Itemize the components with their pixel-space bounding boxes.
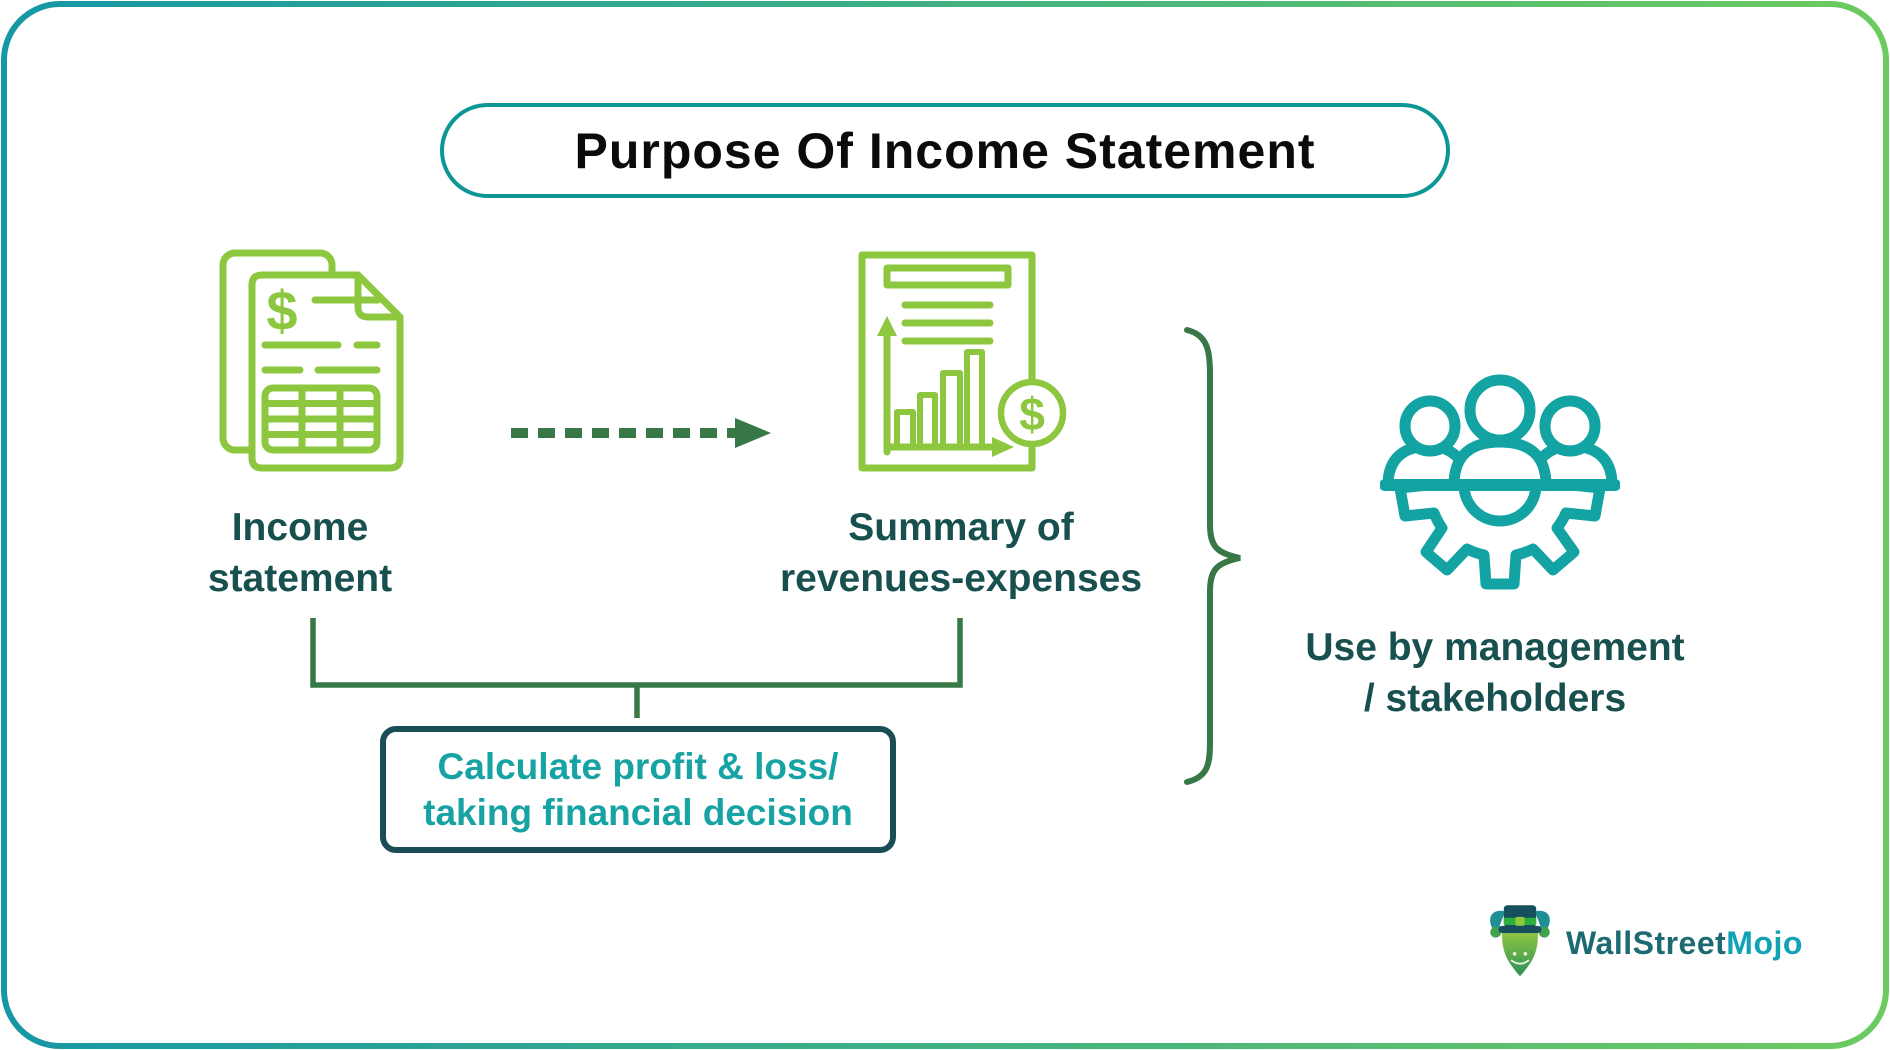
calculate-profit-loss-text: Calculate profit & loss/ taking financia… (423, 745, 853, 833)
report-text-lines (901, 301, 994, 345)
center-person-shoulders (1448, 436, 1552, 491)
right-person-head (1539, 395, 1601, 457)
hat-brim (1498, 925, 1542, 934)
half-gear (1394, 479, 1606, 590)
curly-brace (1184, 327, 1241, 785)
right-fist (1538, 926, 1550, 938)
wallstreetmojo-logo: WallStreetMojo (1484, 902, 1803, 984)
financial-report-chart-dollar-icon: $ (858, 251, 1067, 472)
left-person-head (1399, 395, 1461, 457)
chart-x-arrowhead (992, 437, 1014, 457)
gear-hub (1458, 479, 1542, 527)
logo-text-accent: Mojo (1726, 924, 1803, 961)
logo-wordmark: WallStreetMojo (1566, 925, 1803, 962)
coin-dollar-glyph: $ (1019, 388, 1045, 440)
bull-face (1502, 933, 1538, 977)
income-statement-label: Income statement (207, 506, 393, 600)
bull-smile (1510, 959, 1530, 965)
report-page-shape (858, 251, 1036, 472)
logo-text-primary: WallStreet (1566, 924, 1727, 961)
hat-buckle (1515, 916, 1525, 926)
summary-revenues-expenses-label: Summary of revenues-expenses (779, 506, 1143, 600)
nostril (1512, 952, 1517, 956)
center-person-head (1464, 374, 1536, 446)
chart-y-arrowhead (877, 316, 897, 336)
result-box: Calculate profit & loss/ taking financia… (380, 726, 896, 853)
title-banner: Purpose Of Income Statement (440, 103, 1450, 198)
chart-bars (894, 349, 985, 450)
nostril (1523, 952, 1528, 956)
dollar-glyph: $ (266, 279, 297, 342)
use-by-management-label: Use by management / stakeholders (1305, 626, 1685, 720)
ledger-table-rows (261, 400, 381, 438)
income-statement-pages-icon: $ (219, 249, 404, 472)
left-fist (1490, 926, 1502, 938)
report-heading-bar (883, 264, 1012, 289)
dashed-arrow-right-icon (511, 418, 771, 448)
wallstreetmojo-bull-icon (1490, 905, 1550, 977)
page-title: Purpose Of Income Statement (574, 122, 1316, 179)
bracket-connector (310, 618, 963, 718)
management-stakeholders-gear-icon (1380, 374, 1620, 590)
dollar-coin (997, 378, 1067, 448)
page-fold-corner (354, 271, 404, 321)
